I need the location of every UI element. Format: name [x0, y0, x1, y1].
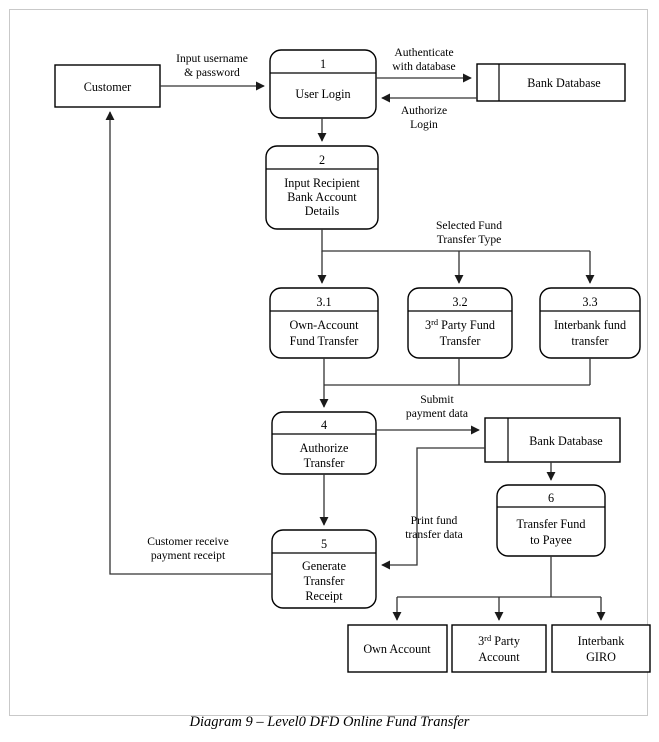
flow-label-input-credentials-line2: & password: [184, 66, 240, 79]
flow-label-submit-payment-line2: payment data: [406, 407, 468, 420]
process-33-interbank-transfer[interactable]: 3.3 Interbank fund transfer: [539, 287, 641, 359]
entity-interbank-giro-label-line2: GIRO: [586, 650, 616, 664]
dfd-diagram: Customer 1 User Login Bank Database 2 In…: [54, 46, 651, 673]
process-5-label-line3: Receipt: [305, 589, 343, 603]
entity-customer-label: Customer: [84, 80, 131, 94]
process-31-label-line2: Fund Transfer: [290, 334, 359, 348]
process-6-number: 6: [548, 491, 554, 505]
process-4-number: 4: [321, 418, 327, 432]
process-2-label-line3: Details: [305, 204, 340, 218]
process-32-label-pre: 3: [425, 318, 431, 332]
process-1-number: 1: [320, 57, 326, 71]
process-32-label-line2: Transfer: [440, 334, 481, 348]
process-1-user-login[interactable]: 1 User Login: [269, 49, 377, 119]
process-31-label-line1: Own-Account: [289, 318, 359, 332]
flow-label-authenticate-line2: with database: [392, 60, 455, 73]
datastore-bank-database-top-label: Bank Database: [527, 76, 600, 90]
datastore-bank-database-bottom[interactable]: Bank Database: [484, 417, 621, 463]
process-31-own-account-transfer[interactable]: 3.1 Own-Account Fund Transfer: [269, 287, 379, 359]
flow-label-input-credentials-line1: Input username: [176, 52, 248, 65]
entity-own-account[interactable]: Own Account: [347, 624, 448, 673]
process-1-label: User Login: [295, 87, 350, 101]
flow-label-selected-type-line1: Selected Fund: [436, 219, 502, 232]
flow-label-submit-payment-line1: Submit: [420, 393, 454, 406]
flow-label-authenticate-line1: Authenticate: [394, 46, 453, 59]
datastore-bank-database-top[interactable]: Bank Database: [476, 63, 626, 102]
flow-label-customer-receipt-line2: payment receipt: [151, 549, 226, 562]
process-6-label-line2: to Payee: [530, 533, 572, 547]
entity-third-party-account[interactable]: 3rd Party Account: [451, 624, 547, 673]
entity-customer[interactable]: Customer: [54, 64, 161, 108]
process-32-label-post: Party Fund: [438, 318, 495, 332]
process-32-label-sup: rd: [431, 318, 439, 327]
process-4-label-line2: Transfer: [304, 456, 345, 470]
entity-third-party-account-label-line1: 3rd Party: [478, 634, 521, 648]
process-2-input-recipient[interactable]: 2 Input Recipient Bank Account Details: [265, 145, 379, 230]
flow-database-to-receipt: [381, 447, 485, 570]
process-5-label-line2: Transfer: [304, 574, 345, 588]
flow-label-customer-receipt-line1: Customer receive: [147, 535, 228, 548]
process-4-authorize-transfer[interactable]: 4 Authorize Transfer: [271, 411, 377, 475]
process-33-label-line1: Interbank fund: [554, 318, 626, 332]
process-5-generate-receipt[interactable]: 5 Generate Transfer Receipt: [271, 529, 377, 609]
figure-caption: Diagram 9 – Level0 DFD Online Fund Trans…: [189, 714, 470, 730]
process-4-label-line1: Authorize: [300, 441, 349, 455]
entity-interbank-giro-label-line1: Interbank: [578, 634, 626, 648]
process-5-number: 5: [321, 537, 327, 551]
process-32-label-line1: 3rd Party Fund: [425, 318, 495, 332]
datastore-bank-database-bottom-label: Bank Database: [529, 434, 602, 448]
flow-label-print-fund-line2: transfer data: [405, 528, 463, 541]
entity-third-party-sup: rd: [484, 634, 492, 643]
entity-third-party-account-label-line2: Account: [478, 650, 520, 664]
process-6-label-line1: Transfer Fund: [517, 517, 586, 531]
process-32-third-party-transfer[interactable]: 3.2 3rd Party Fund Transfer: [407, 287, 513, 359]
entity-third-party-post: Party: [491, 634, 521, 648]
flow-label-selected-type-line2: Transfer Type: [437, 233, 502, 246]
process-32-number: 3.2: [452, 295, 467, 309]
entity-third-party-pre: 3: [478, 634, 484, 648]
flow-receipt-to-customer: [105, 111, 272, 575]
flow-label-print-fund-line1: Print fund: [411, 514, 458, 527]
flow-label-authorize-login-line1: Authorize: [401, 104, 447, 117]
process-2-label-line2: Bank Account: [287, 190, 357, 204]
process-31-number: 3.1: [316, 295, 331, 309]
entity-own-account-label: Own Account: [363, 642, 431, 656]
process-2-number: 2: [319, 153, 325, 167]
process-33-label-line2: transfer: [571, 334, 608, 348]
process-5-label-line1: Generate: [302, 559, 346, 573]
entity-interbank-giro[interactable]: Interbank GIRO: [551, 624, 651, 673]
flow-label-authorize-login-line2: Login: [410, 118, 438, 131]
process-2-label-line1: Input Recipient: [284, 176, 360, 190]
process-33-number: 3.3: [582, 295, 597, 309]
process-6-transfer-fund-to-payee[interactable]: 6 Transfer Fund to Payee: [496, 484, 606, 557]
